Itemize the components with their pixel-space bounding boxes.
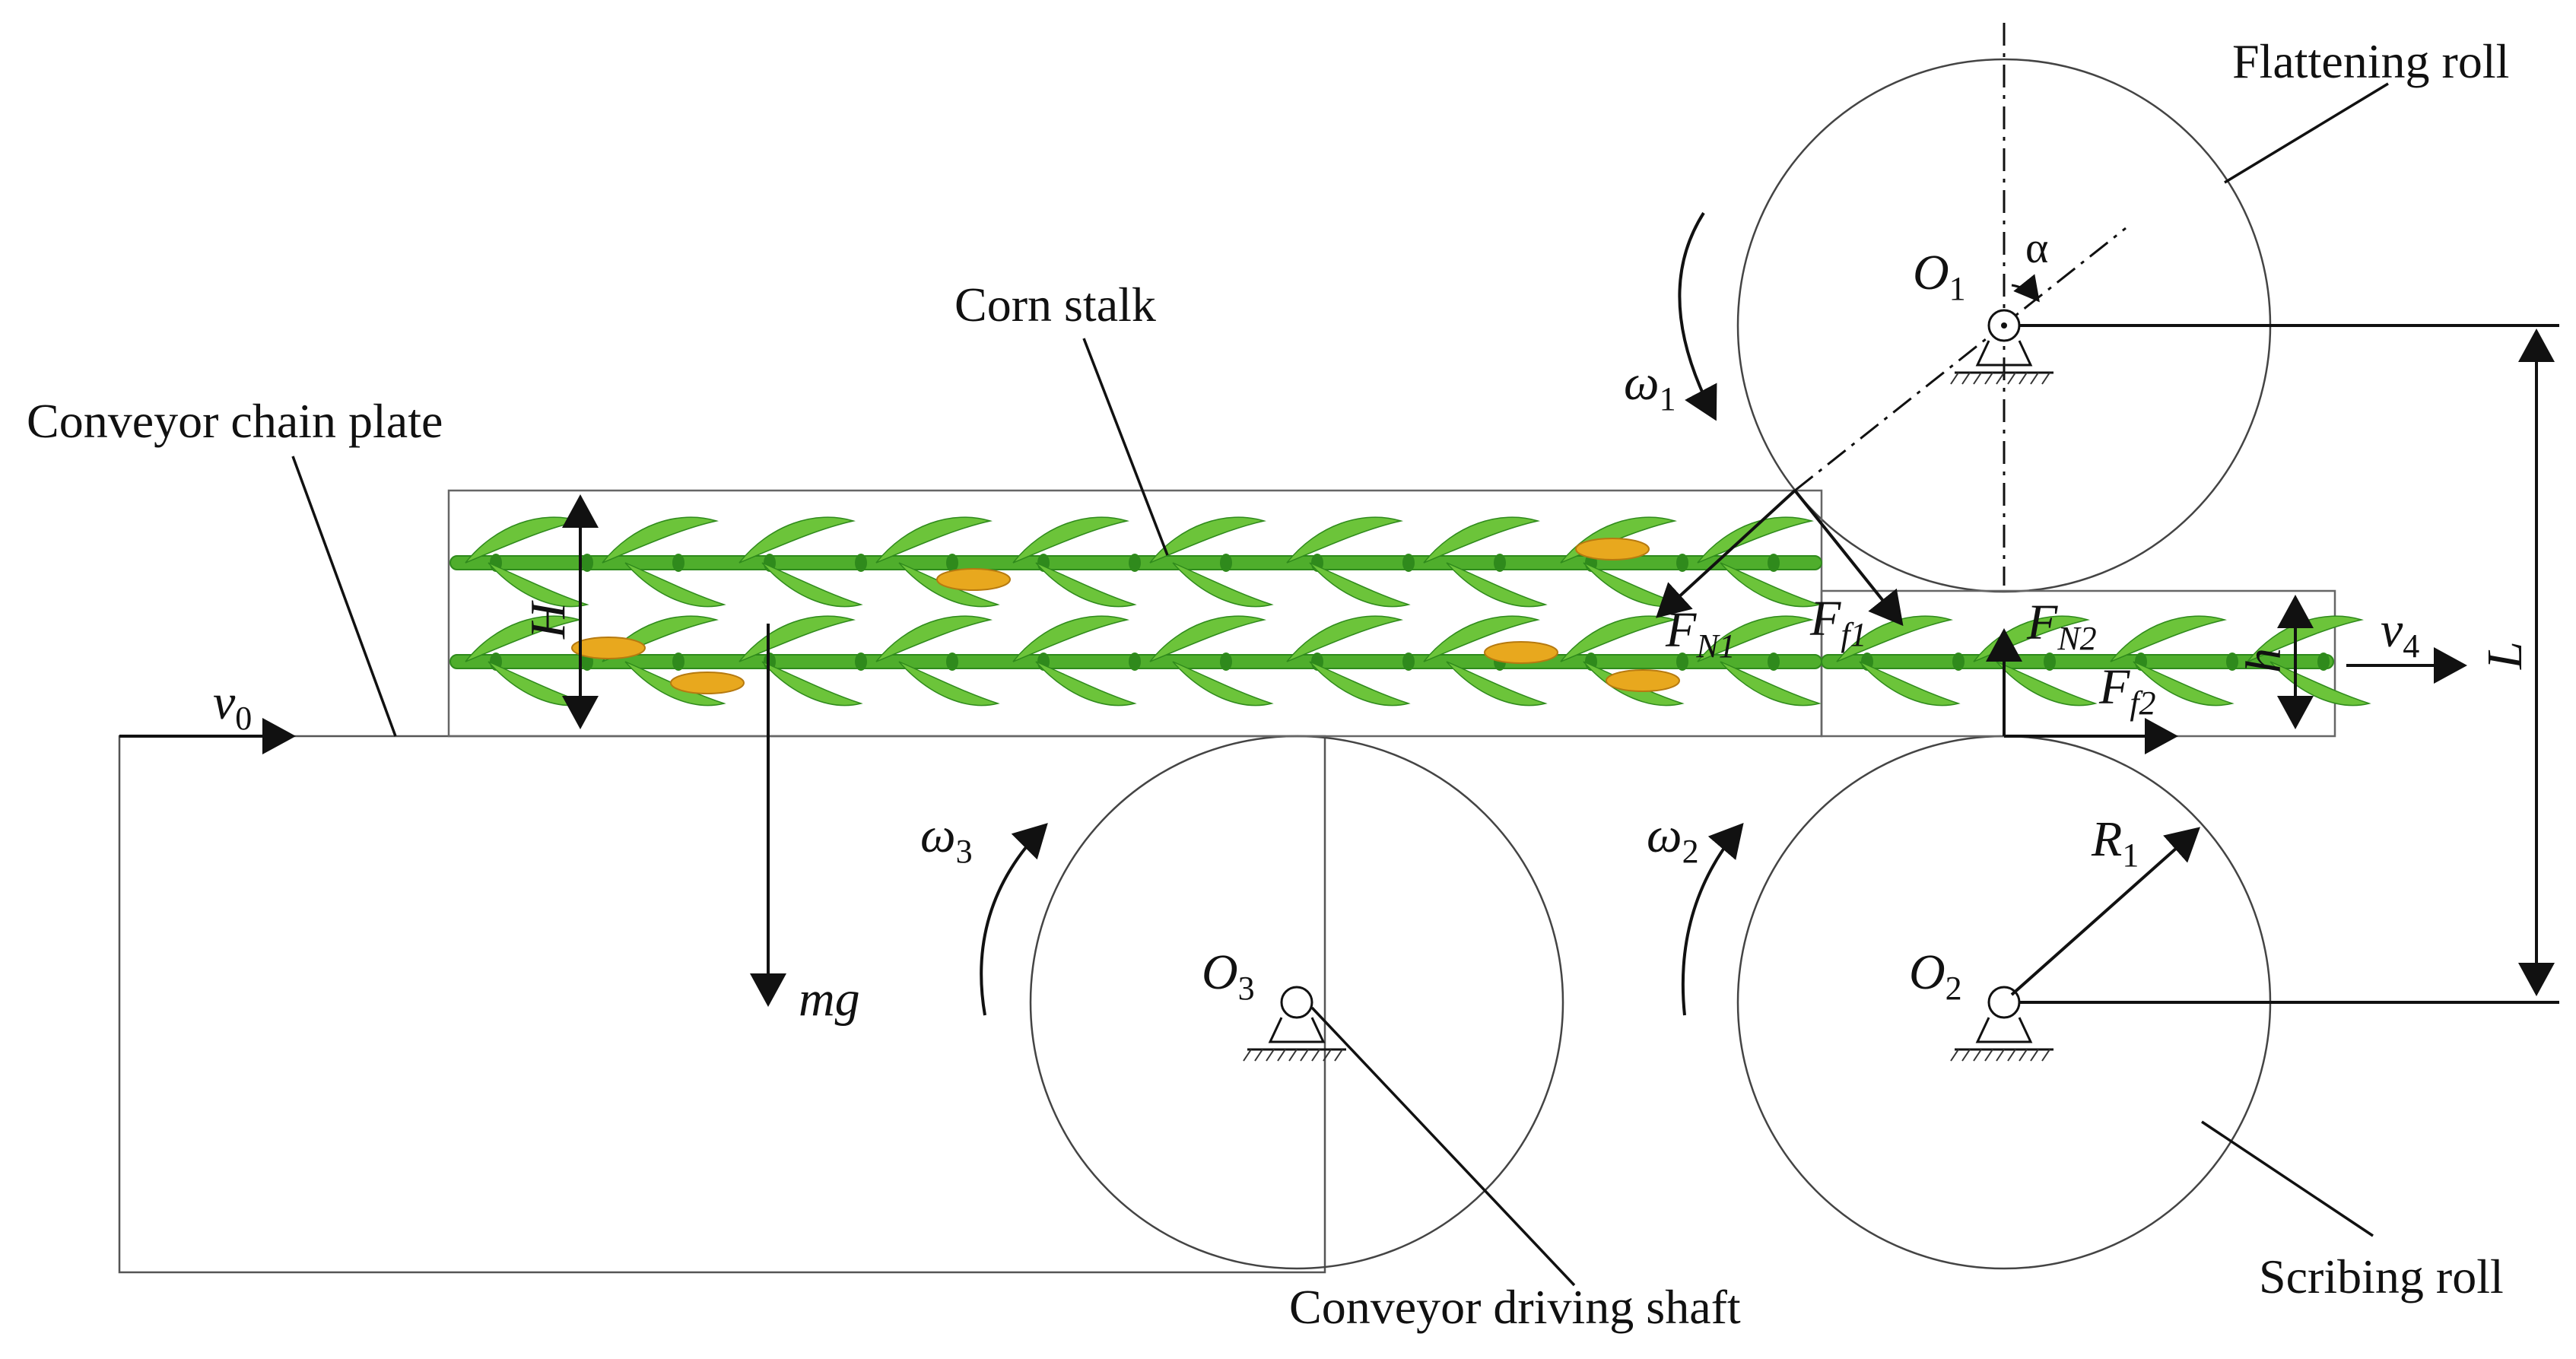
symbol-v4: v4	[2381, 602, 2419, 665]
symbol-fn2: FN2	[2026, 595, 2097, 657]
symbol-ff2: Ff2	[2098, 659, 2156, 722]
symbol-L: L	[2477, 641, 2533, 670]
label-flattening-roll: Flattening roll	[2232, 34, 2509, 88]
omega2-arrow	[1681, 822, 1744, 1016]
symbol-mg: mg	[799, 971, 860, 1027]
label-scribing-roll: Scribing roll	[2259, 1249, 2504, 1303]
symbol-omega3: ω3	[920, 808, 973, 870]
symbol-omega2: ω2	[1647, 808, 1699, 870]
symbol-v0: v0	[213, 675, 252, 737]
alpha-arc	[2011, 274, 2040, 303]
symbol-h: h	[2236, 648, 2292, 673]
ff1-arrow	[1793, 489, 1904, 627]
leader-conveyor-driving-shaft	[1310, 1006, 1576, 1287]
symbol-r1: R1	[2091, 811, 2139, 874]
symbol-omega1: ω1	[1624, 355, 1676, 418]
fn1-arrow	[1656, 489, 1796, 618]
omega3-arrow	[980, 823, 1048, 1016]
leader-scribing-roll	[2201, 1120, 2374, 1237]
symbol-o3: O3	[1202, 945, 1255, 1007]
pivot-o1	[1950, 309, 2053, 385]
symbol-H: H	[520, 600, 576, 640]
leader-corn-stalk	[1082, 338, 1169, 556]
leader-flattening-roll	[2224, 82, 2389, 184]
symbol-ff1: Ff1	[1809, 591, 1867, 653]
pivot-o2	[1950, 986, 2053, 1062]
label-conveyor-chain-plate: Conveyor chain plate	[27, 394, 443, 448]
conveyor-chain-plate	[118, 735, 1326, 1274]
label-corn-stalk: Corn stalk	[954, 278, 1156, 332]
symbol-o1: O1	[1913, 245, 1966, 307]
pivot-o3	[1243, 986, 1346, 1062]
leader-conveyor-chain-plate	[291, 456, 397, 737]
omega1-arrow	[1678, 211, 1717, 421]
alpha-line	[1794, 227, 2127, 492]
symbol-o2: O2	[1909, 945, 1962, 1007]
symbol-alpha: α	[2025, 223, 2048, 272]
corn-stalk-graphic	[449, 516, 2371, 706]
label-conveyor-driving-shaft: Conveyor driving shaft	[1289, 1280, 1741, 1334]
r1-arrow	[2010, 827, 2200, 996]
symbol-fn1: FN1	[1665, 602, 1736, 665]
